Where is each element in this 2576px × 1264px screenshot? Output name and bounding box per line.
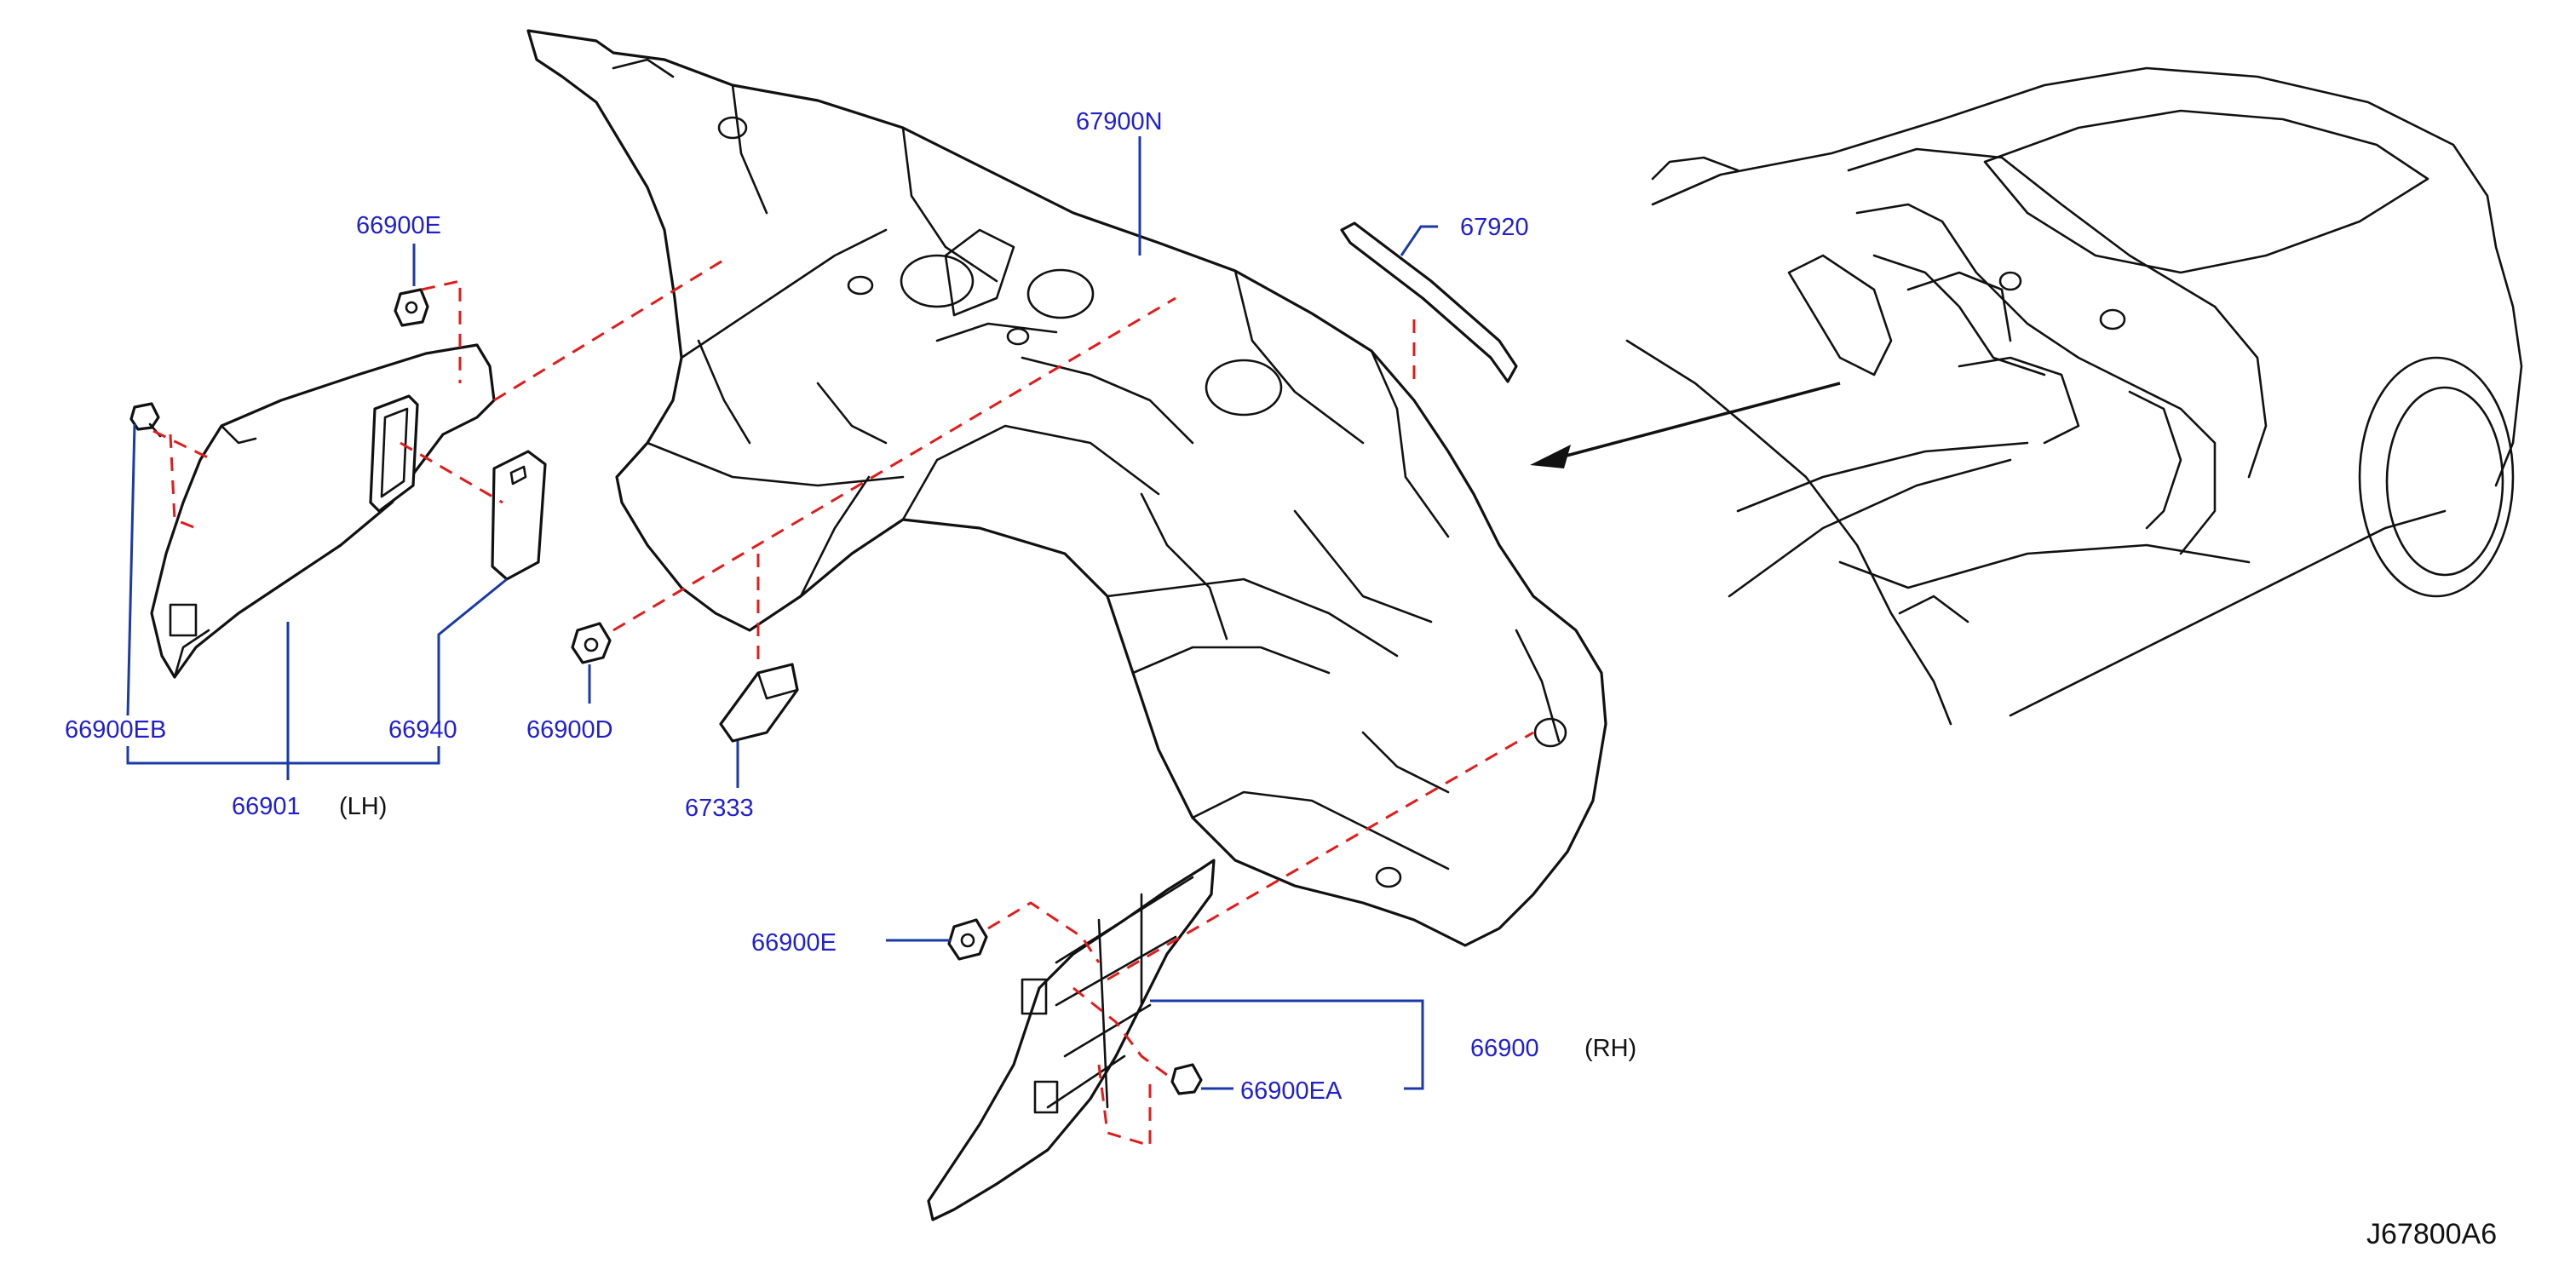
- label-66900EB: 66900EB: [65, 716, 166, 744]
- label-66900D: 66900D: [526, 716, 613, 744]
- dash-insulator-panel: [526, 29, 1607, 947]
- label-66900E-bottom: 66900E: [751, 929, 837, 957]
- diagram-code: J67800A6: [2366, 1218, 2497, 1250]
- lh-kicking-plate: [150, 343, 496, 679]
- label-67900N: 67900N: [1076, 108, 1163, 135]
- label-66900: 66900: [1470, 1035, 1539, 1062]
- label-66901-side: (LH): [339, 793, 387, 820]
- rh-kicking-plate: [927, 859, 1216, 1221]
- label-66900-side: (RH): [1584, 1035, 1636, 1062]
- label-67920: 67920: [1460, 214, 1529, 241]
- clip-66900D: [571, 622, 612, 664]
- label-66901: 66901: [232, 793, 301, 820]
- assembly-dash-lines: [152, 258, 1534, 1148]
- label-66900EA: 66900EA: [1240, 1077, 1343, 1105]
- label-66940: 66940: [388, 716, 457, 744]
- clip-66900E-top: [394, 288, 429, 327]
- vehicle-outline: [1625, 66, 2523, 726]
- view-arrow: [1530, 382, 1841, 468]
- lid-cover: [491, 450, 547, 581]
- clip-66900EA: [1170, 1063, 1203, 1095]
- clip-66900EB: [129, 402, 162, 438]
- clip-66900E-bottom: [947, 918, 988, 961]
- label-67333: 67333: [685, 795, 754, 822]
- callout-leader-lines: [126, 136, 1438, 1090]
- part-labels: 67900N 67920 66900E 66900EB 66940 66900D…: [65, 108, 2497, 1250]
- label-66900E-top: 66900E: [356, 212, 441, 239]
- seal-strip: [1340, 221, 1518, 383]
- spacer-67333: [719, 663, 799, 743]
